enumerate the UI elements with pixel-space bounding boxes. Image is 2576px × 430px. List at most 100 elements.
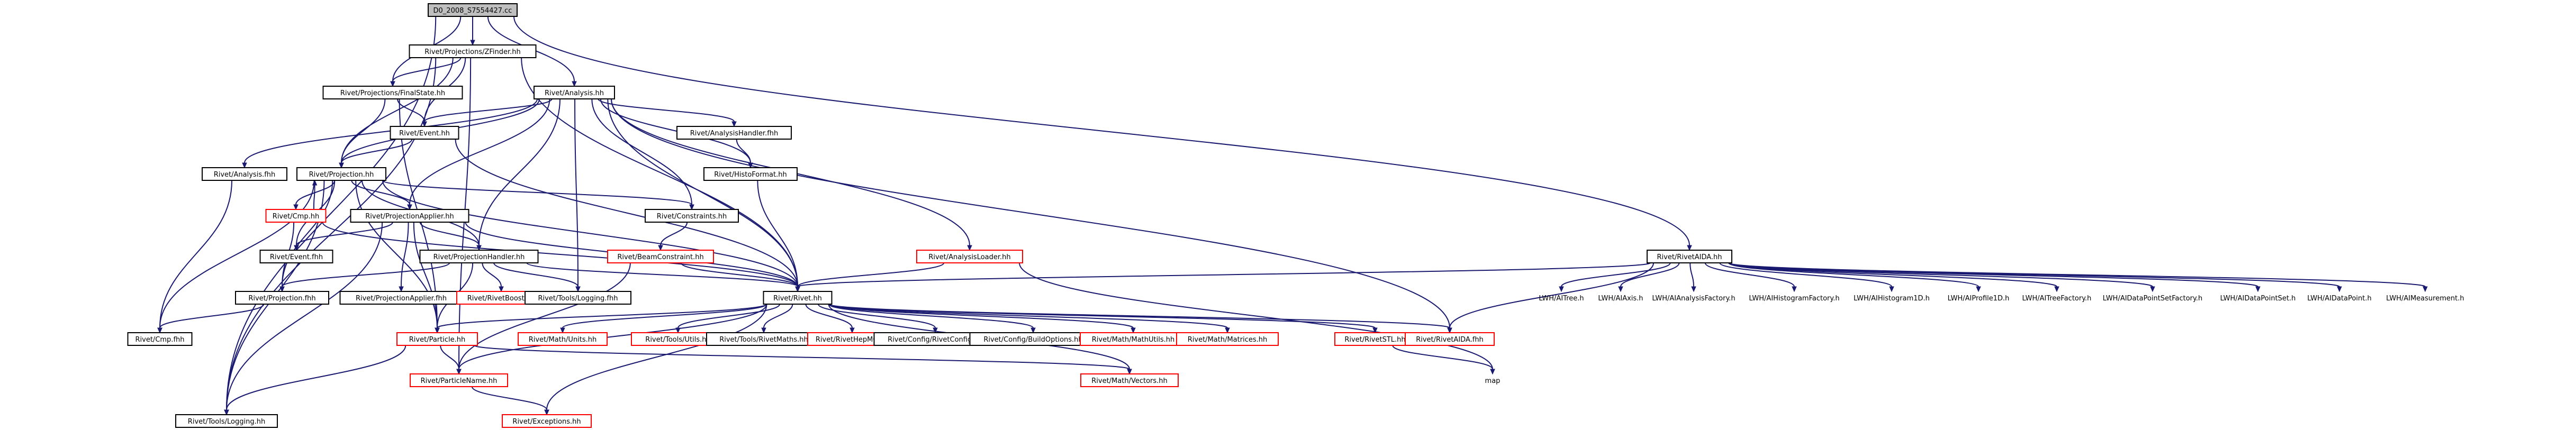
edge-arrowhead xyxy=(1559,286,1564,292)
node-label: LWH/AIDataPoint.h xyxy=(2307,295,2371,303)
node-analysisloader[interactable]: Rivet/AnalysisLoader.hh xyxy=(916,250,1023,263)
node-matrices[interactable]: Rivet/Math/Matrices.hh xyxy=(1176,332,1279,346)
node-box xyxy=(428,3,518,17)
node-histoformat[interactable]: Rivet/HistoFormat.hh xyxy=(703,167,798,181)
node-analysis[interactable]: Rivet/Analysis.hh xyxy=(534,86,615,99)
edge-line xyxy=(440,345,459,370)
edge-particlename-to-exceptions xyxy=(471,386,549,416)
node-root[interactable]: D0_2008_S7554427.cc xyxy=(428,3,518,17)
node-loggingfhh[interactable]: Rivet/Tools/Logging.fhh xyxy=(525,291,631,305)
edge-rivethh-to-rivetaidafhh xyxy=(828,304,1452,334)
node-buildoptions[interactable]: Rivet/Config/BuildOptions.hh xyxy=(969,332,1097,346)
node-label: LWH/AIHistogramFactory.h xyxy=(1749,295,1839,303)
node-iprofile1d: LWH/AIProfile1D.h xyxy=(1948,295,2010,303)
node-vectors[interactable]: Rivet/Math/Vectors.hh xyxy=(1080,373,1179,387)
node-rivetmaths[interactable]: Rivet/Tools/RivetMaths.hh xyxy=(706,332,821,346)
node-box xyxy=(265,209,327,223)
edge-line xyxy=(282,262,450,287)
edge-line xyxy=(1392,345,1493,370)
edge-arrowhead xyxy=(224,409,229,416)
node-event[interactable]: Rivet/Event.hh xyxy=(390,126,459,140)
edge-rivetaidahh-to-iprofile1d xyxy=(1728,262,1981,292)
node-projapplierfhh[interactable]: Rivet/ProjectionApplier.fhh xyxy=(339,291,463,305)
edge-arrowhead xyxy=(1447,327,1452,334)
edge-line xyxy=(828,304,1450,328)
edge-arrowhead xyxy=(849,327,855,334)
node-rivetstl[interactable]: Rivet/RivetSTL.hh xyxy=(1334,332,1416,346)
node-rivetaidahh[interactable]: Rivet/RivetAIDA.hh xyxy=(1647,250,1732,263)
edge-arrowhead xyxy=(575,286,581,292)
node-finalstate[interactable]: Rivet/Projections/FinalState.hh xyxy=(322,86,463,99)
node-label: LWH/AIProfile1D.h xyxy=(1948,295,2010,303)
node-rivetaidafhh[interactable]: Rivet/RivetAIDA.fhh xyxy=(1405,332,1495,346)
node-label: Rivet/Analysis.hh xyxy=(545,89,604,97)
edge-line xyxy=(322,222,798,287)
node-logging[interactable]: Rivet/Tools/Logging.hh xyxy=(175,414,278,428)
edge-line xyxy=(409,98,550,205)
node-label: Rivet/RivetSTL.hh xyxy=(1344,336,1405,344)
node-zfinder[interactable]: Rivet/Projections/ZFinder.hh xyxy=(409,44,537,58)
edge-particle-to-logging xyxy=(224,345,406,416)
edge-analysishandlerfhh-to-histoformat xyxy=(736,139,753,169)
node-projfhh[interactable]: Rivet/Projection.fhh xyxy=(235,291,329,305)
edge-analysis-to-projapplier xyxy=(407,98,550,211)
node-label: D0_2008_S7554427.cc xyxy=(433,7,512,15)
edge-arrowhead xyxy=(312,179,318,186)
node-box xyxy=(259,250,333,263)
node-label: Rivet/Config/BuildOptions.hh xyxy=(983,336,1082,344)
edge-arrowhead xyxy=(967,245,972,251)
edge-line xyxy=(419,222,480,246)
edge-arrowhead xyxy=(544,409,549,416)
node-label: LWH/AITreeFactory.h xyxy=(2022,295,2092,303)
node-ihistogramfactory: LWH/AIHistogramFactory.h xyxy=(1749,295,1839,303)
node-box xyxy=(296,167,386,181)
node-mathutils[interactable]: Rivet/Math/MathUtils.hh xyxy=(1080,332,1187,346)
node-label: Rivet/RivetAIDA.hh xyxy=(1657,253,1722,261)
edge-analysisloader-to-rivethh xyxy=(795,262,945,292)
edge-arrowhead xyxy=(293,204,299,211)
edge-arrowhead xyxy=(407,204,412,211)
node-units[interactable]: Rivet/Math/Units.hh xyxy=(518,332,608,346)
edge-rivethh-to-rivetmaths xyxy=(761,304,793,334)
node-ianalysisfactory: LWH/AIAnalysisFactory.h xyxy=(1652,295,1735,303)
node-cmphh[interactable]: Rivet/Cmp.hh xyxy=(265,209,327,223)
node-label: Rivet/Projections/FinalState.hh xyxy=(340,89,445,97)
edge-analysis-to-event xyxy=(422,98,553,127)
node-cmpfhh[interactable]: Rivet/Cmp.fhh xyxy=(127,332,193,346)
node-projhandler[interactable]: Rivet/ProjectionHandler.hh xyxy=(419,250,539,263)
node-constraints[interactable]: Rivet/Constraints.hh xyxy=(645,209,739,223)
edge-constraints-to-beamconstraint xyxy=(658,222,688,251)
edge-rivethh-to-rivethepmc xyxy=(805,304,855,334)
node-box xyxy=(409,44,537,58)
edge-particle-to-particlename xyxy=(440,345,462,375)
edge-line xyxy=(474,345,1130,370)
node-eventfhh[interactable]: Rivet/Event.fhh xyxy=(259,250,333,263)
edge-line xyxy=(526,262,798,287)
node-box xyxy=(607,250,714,263)
node-particle[interactable]: Rivet/Particle.hh xyxy=(396,332,478,346)
edge-rivetstl-to-map xyxy=(1392,345,1495,375)
node-box xyxy=(419,250,539,263)
node-rivethh[interactable]: Rivet/Rivet.hh xyxy=(763,291,833,305)
node-particlename[interactable]: Rivet/ParticleName.hh xyxy=(410,373,508,387)
node-label: Rivet/Exceptions.hh xyxy=(512,418,581,426)
node-beamconstraint[interactable]: Rivet/BeamConstraint.hh xyxy=(607,250,714,263)
node-box xyxy=(396,332,478,346)
edge-line xyxy=(828,304,1034,328)
node-label: Rivet/Tools/Logging.fhh xyxy=(538,295,618,303)
edge-line xyxy=(1019,262,1493,370)
edge-arrowhead xyxy=(499,286,504,292)
node-box xyxy=(502,414,592,428)
edge-rivetaidahh-to-idp xyxy=(1728,262,2342,292)
edge-arrowhead xyxy=(390,81,395,87)
node-projection[interactable]: Rivet/Projection.hh xyxy=(296,167,386,181)
edge-line xyxy=(763,304,793,328)
node-analysisfh[interactable]: Rivet/Analysis.fhh xyxy=(202,167,287,181)
edge-line xyxy=(159,180,232,328)
node-analysishandlerfhh[interactable]: Rivet/AnalysisHandler.fhh xyxy=(676,126,792,140)
node-exceptions[interactable]: Rivet/Exceptions.hh xyxy=(502,414,592,428)
edge-arrowhead xyxy=(1889,286,1894,292)
edge-arrowhead xyxy=(157,327,162,334)
node-projapplier[interactable]: Rivet/ProjectionApplier.hh xyxy=(350,209,469,223)
